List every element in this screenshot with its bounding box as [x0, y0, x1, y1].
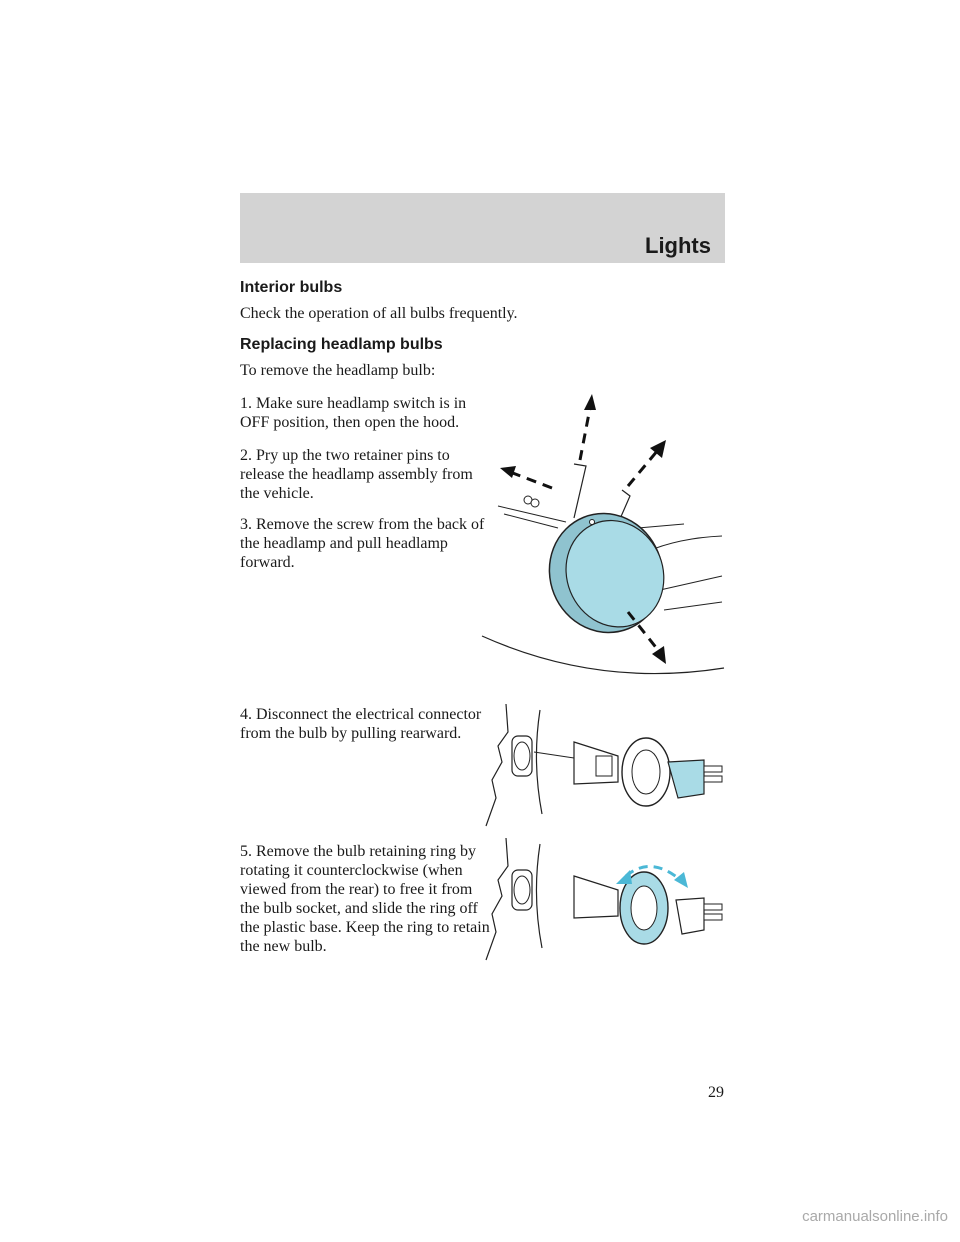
replacing-headlamp-heading: Replacing headlamp bulbs — [240, 336, 443, 353]
section-title: Lights — [645, 233, 711, 258]
step-2: 2. Pry up the two retainer pins to relea… — [240, 447, 473, 502]
step-5: 5. Remove the bulb retaining ring by rot… — [240, 843, 490, 955]
headlamp-intro: To remove the headlamp bulb: — [240, 362, 436, 379]
interior-bulbs-text: Check the operation of all bulbs frequen… — [240, 305, 518, 322]
retaining-ring-illustration — [485, 837, 723, 961]
page-number: 29 — [708, 1084, 724, 1101]
interior-bulbs-heading: Interior bulbs — [240, 279, 343, 296]
watermark: carmanualsonline.info — [802, 1208, 948, 1225]
step-3: 3. Remove the screw from the back of the… — [240, 516, 485, 571]
connector-disconnect-illustration — [485, 703, 723, 827]
step-1: 1. Make sure headlamp switch is in OFF p… — [240, 395, 467, 431]
section-tab: Lights — [240, 193, 725, 263]
headlamp-removal-illustration — [481, 394, 725, 675]
step-4: 4. Disconnect the electrical connector f… — [240, 706, 482, 742]
